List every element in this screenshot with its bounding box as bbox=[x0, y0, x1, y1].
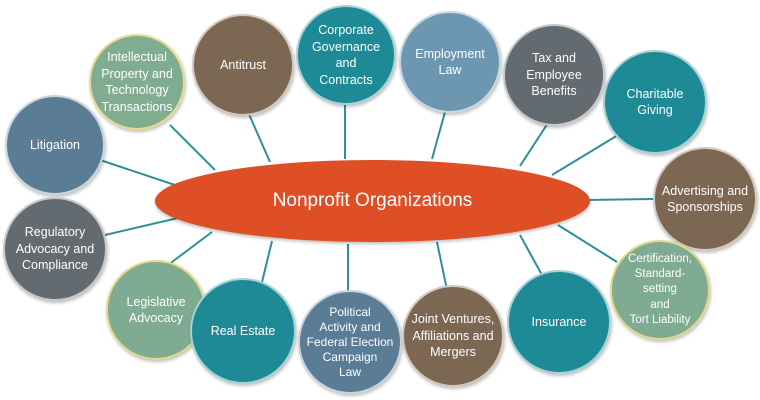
connector-regulatory-advocacy bbox=[104, 217, 179, 236]
node-corporate-governance: Corporate Governance and Contracts bbox=[296, 5, 396, 105]
connector-intellectual-property bbox=[169, 124, 216, 171]
node-insurance: Insurance bbox=[507, 270, 611, 374]
hub-nonprofit-organizations: Nonprofit Organizations bbox=[155, 160, 590, 242]
connector-certification bbox=[557, 224, 618, 263]
connector-real-estate bbox=[261, 240, 273, 283]
hub-label: Nonprofit Organizations bbox=[272, 190, 473, 211]
node-charitable-giving: Charitable Giving bbox=[603, 50, 707, 154]
node-joint-ventures: Joint Ventures, Affiliations and Mergers bbox=[402, 285, 504, 387]
connector-insurance bbox=[519, 234, 543, 276]
connector-charitable-giving bbox=[551, 134, 619, 176]
node-intellectual-property: Intellectual Property and Technology Tra… bbox=[89, 34, 185, 130]
connector-joint-ventures bbox=[436, 241, 448, 291]
node-employment-law: Employment Law bbox=[399, 11, 501, 113]
node-real-estate: Real Estate bbox=[190, 278, 296, 384]
connector-tax-employee-benefits bbox=[519, 122, 549, 167]
node-tax-employee-benefits: Tax and Employee Benefits bbox=[503, 24, 605, 126]
connector-advertising-sponsorships bbox=[587, 198, 656, 201]
node-regulatory-advocacy: Regulatory Advocacy and Compliance bbox=[3, 197, 107, 301]
node-certification: Certification, Standard-setting and Tort… bbox=[610, 240, 710, 340]
node-advertising-sponsorships: Advertising and Sponsorships bbox=[653, 147, 757, 251]
connector-employment-law bbox=[431, 111, 446, 160]
node-political-activity: Political Activity and Federal Election … bbox=[298, 290, 402, 394]
node-litigation: Litigation bbox=[5, 95, 105, 195]
connector-litigation bbox=[99, 159, 176, 186]
node-legislative-advocacy: Legislative Advocacy bbox=[106, 260, 206, 360]
connector-antitrust bbox=[247, 111, 271, 163]
connector-legislative-advocacy bbox=[167, 231, 213, 266]
node-antitrust: Antitrust bbox=[192, 14, 294, 116]
